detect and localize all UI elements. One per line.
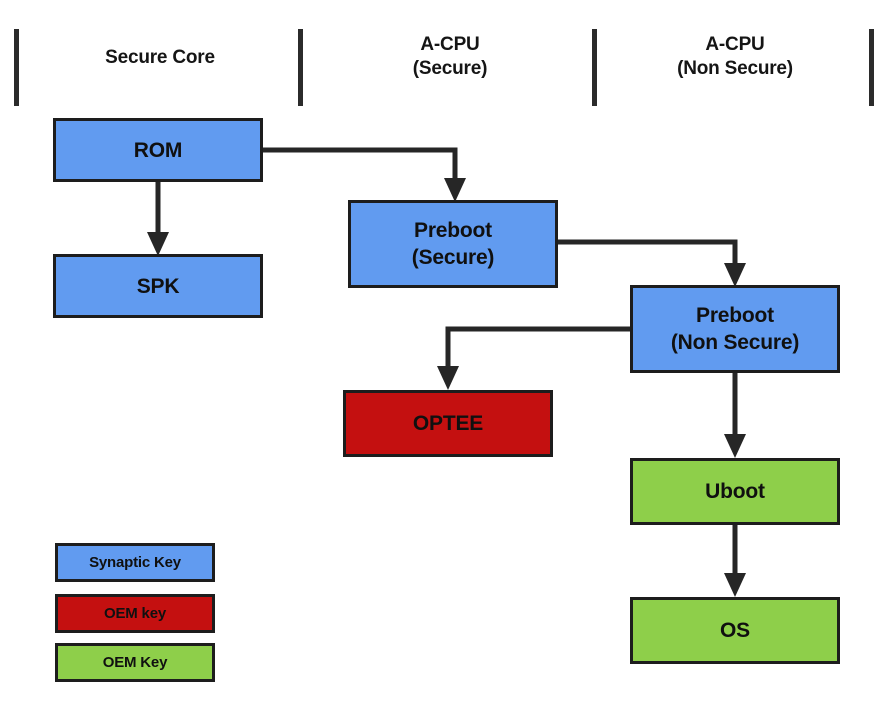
column-header-secure-core-line1: Secure Core [105,47,215,68]
node-os-label: OS [720,619,750,642]
edge-preboot-secure-to-preboot-non-secure [558,239,746,287]
node-os[interactable]: OS [630,597,840,664]
legend-item-oem-key-red-label: OEM key [104,605,166,622]
legend-item-synaptic-key-label: Synaptic Key [89,554,181,571]
column-header-a-cpu-secure: A-CPU (Secure) [330,33,570,81]
node-uboot[interactable]: Uboot [630,458,840,525]
column-header-a-cpu-non-secure-line1: A-CPU [705,34,765,55]
node-rom-label: ROM [133,138,183,162]
node-spk[interactable]: SPK [53,254,263,318]
edge-preboot-non-secure-to-optee [437,326,630,390]
column-header-a-cpu-secure-line2: (Secure) [412,58,488,79]
node-preboot-secure-label-line2: (Secure) [411,246,495,269]
column-header-a-cpu-secure-line1: A-CPU [420,34,480,55]
column-divider-right [869,29,874,106]
node-spk-label: SPK [136,274,180,298]
column-divider-left [14,29,19,106]
legend-item-oem-key-red[interactable]: OEM key [55,594,215,633]
node-preboot-non-secure-label-line2: (Non Secure) [670,331,800,354]
legend-item-synaptic-key[interactable]: Synaptic Key [55,543,215,582]
column-header-secure-core: Secure Core [40,46,280,70]
legend-item-oem-key-green[interactable]: OEM Key [55,643,215,682]
node-preboot-non-secure[interactable]: Preboot (Non Secure) [630,285,840,373]
edge-uboot-to-os [724,525,746,597]
node-optee-label: OPTEE [412,412,484,435]
edge-rom-to-preboot-secure [263,147,466,202]
node-uboot-label: Uboot [705,480,765,503]
column-divider-a-cpu-secure [592,29,597,106]
node-preboot-secure[interactable]: Preboot (Secure) [348,200,558,288]
node-preboot-non-secure-label-line1: Preboot [696,304,774,327]
column-divider-secure-core [298,29,303,106]
legend-item-oem-key-green-label: OEM Key [102,654,168,671]
edge-preboot-non-secure-to-uboot [724,372,746,458]
node-preboot-secure-label-line1: Preboot [414,219,492,242]
node-optee[interactable]: OPTEE [343,390,553,457]
node-rom[interactable]: ROM [53,118,263,182]
column-header-a-cpu-non-secure-line2: (Non Secure) [677,58,793,79]
edge-rom-to-spk [147,182,169,256]
column-header-a-cpu-non-secure: A-CPU (Non Secure) [615,33,855,81]
